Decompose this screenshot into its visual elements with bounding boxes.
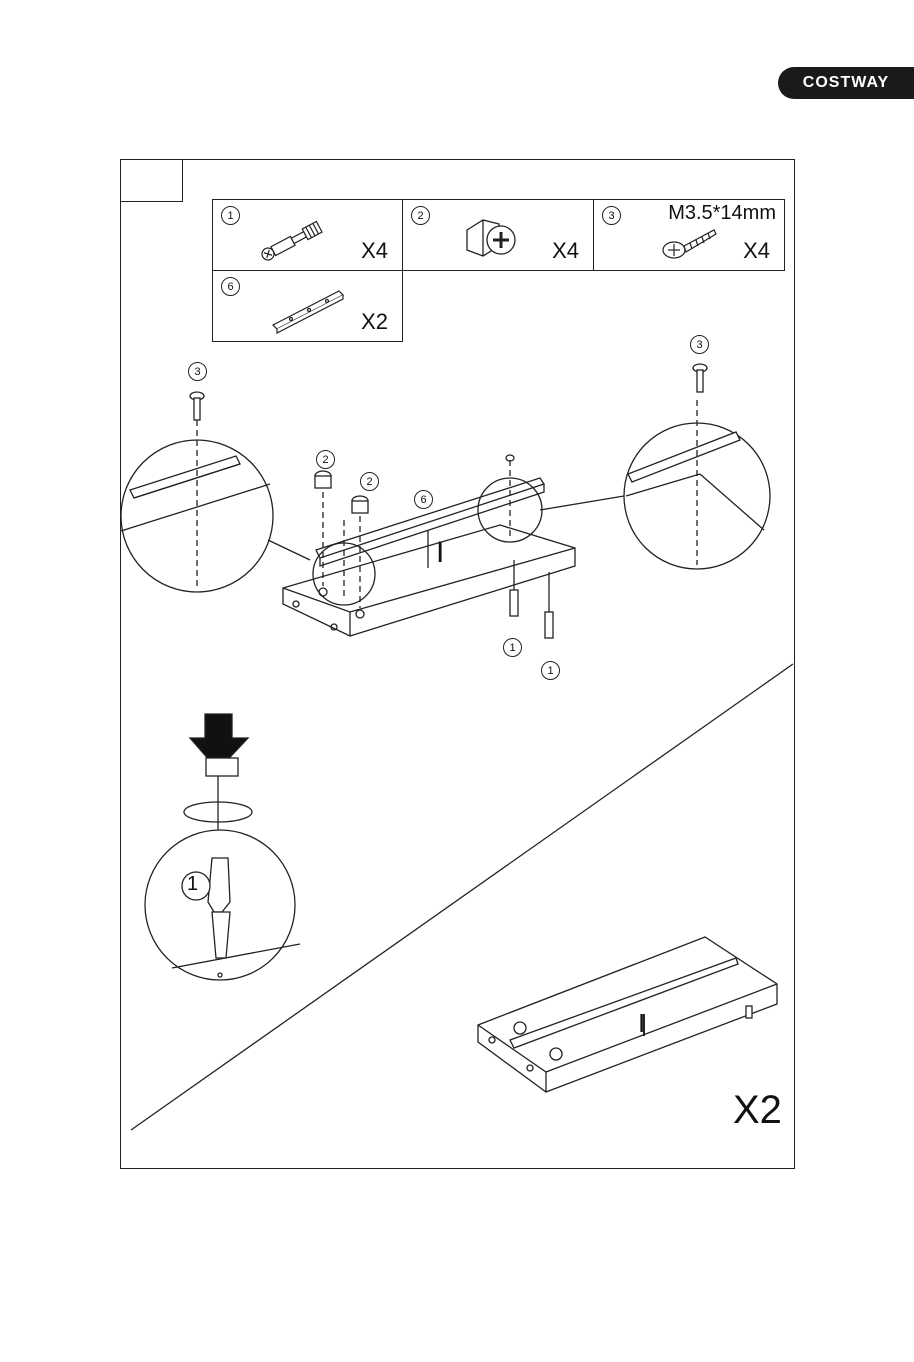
detail-callout-number: 1 [187,873,198,896]
board-label-final: I [638,1008,645,1039]
final-quantity: X2 [733,1088,782,1133]
callout-screw-left: 3 [188,362,207,381]
callout-cam-lock-b: 2 [360,472,379,491]
board-shelf [283,525,575,636]
callout-cam-lock-a: 2 [316,450,335,469]
callout-cam-bolt-b: 1 [541,661,560,680]
left-detail-magnifier [121,420,310,592]
screw-left-icon [190,392,204,420]
callout-rail: 6 [414,490,433,509]
insert-detail [145,714,300,980]
assembled-board [478,937,777,1092]
right-detail-magnifier [540,400,770,569]
callout-cam-bolt-a: 1 [503,638,522,657]
callout-screw-right: 3 [690,335,709,354]
board-label: I [436,536,444,570]
